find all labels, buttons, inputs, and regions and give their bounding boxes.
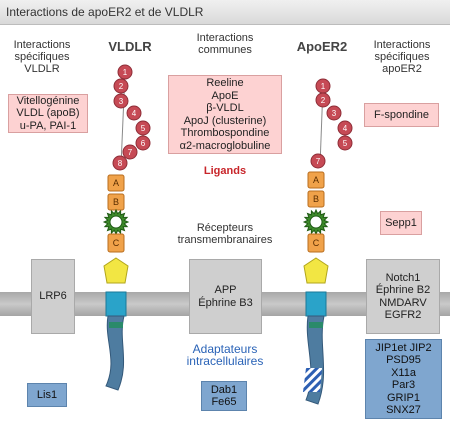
transmembrane-label: Récepteurs transmembranaires bbox=[177, 222, 273, 246]
apoer2-npxy-motif bbox=[309, 322, 323, 328]
apoer2-propeller bbox=[302, 208, 330, 236]
vldlr-repeat-label: 6 bbox=[141, 139, 146, 148]
ligands-label: Ligands bbox=[203, 165, 247, 177]
apoer2-repeat-2: 2 bbox=[315, 92, 331, 108]
adaptors-common-box: Dab1 Fe65 bbox=[201, 381, 247, 411]
vldlr-repeat-8: 8 bbox=[112, 155, 128, 171]
svg-text:3: 3 bbox=[332, 109, 337, 118]
svg-text:C: C bbox=[313, 238, 320, 248]
apoer2-o-linked-domain bbox=[303, 257, 329, 284]
svg-text:A: A bbox=[113, 178, 119, 188]
adaptors-label: Adaptateurs intracellulaires bbox=[186, 342, 264, 368]
svg-text:A: A bbox=[313, 175, 319, 185]
vldlr-cytoplasmic-tail bbox=[105, 315, 125, 391]
apoer2-repeat-3: 3 bbox=[326, 105, 342, 121]
adaptors-vldlr-box: Lis1 bbox=[27, 383, 67, 407]
vldlr-transmembrane bbox=[105, 291, 127, 317]
vldlr-repeat-5: 5 bbox=[135, 120, 151, 136]
vldlr-npxy-motif bbox=[109, 322, 123, 328]
membrane-apoer2-box: Notch1 Éphrine B2 NMDARV EGFR2 bbox=[366, 259, 440, 334]
propeller-center bbox=[309, 215, 323, 229]
vldlr-repeat-label: 7 bbox=[128, 148, 133, 157]
apoer2-egf-c: C bbox=[307, 233, 325, 253]
svg-text:B: B bbox=[313, 194, 319, 204]
apoer2-egf-a: A bbox=[307, 171, 325, 189]
svg-text:1: 1 bbox=[321, 82, 326, 91]
vldlr-egf-a: A bbox=[107, 174, 125, 192]
membrane-vldlr-box: LRP6 bbox=[31, 259, 75, 334]
vldlr-repeat-2: 2 bbox=[113, 78, 129, 94]
vldlr-repeat-label: 2 bbox=[119, 82, 124, 91]
apoer2-repeat-5: 5 bbox=[337, 135, 353, 151]
apoer2-transmembrane bbox=[305, 291, 327, 317]
propeller-center bbox=[109, 215, 123, 229]
apoer2-insert-exon bbox=[303, 368, 322, 392]
diagram-title: Interactions de apoER2 et de VLDLR bbox=[6, 5, 204, 19]
vldlr-repeat-6: 6 bbox=[135, 135, 151, 151]
vldlr-repeat-3: 3 bbox=[113, 93, 129, 109]
vldlr-repeat-4: 4 bbox=[126, 105, 142, 121]
vldlr-egf-b: B bbox=[107, 193, 125, 211]
sepp1-box: Sepp1 bbox=[380, 211, 422, 235]
header-apoer2-specific: Interactions spécifiques apoER2 bbox=[373, 39, 431, 75]
vldlr-repeat-label: 8 bbox=[118, 159, 123, 168]
header-apoer2: ApoER2 bbox=[296, 39, 348, 54]
svg-text:2: 2 bbox=[321, 96, 326, 105]
vldlr-egf-c: C bbox=[107, 233, 125, 253]
apoer2-egf-b: B bbox=[307, 190, 325, 208]
svg-text:B: B bbox=[113, 197, 119, 207]
ligands-common-box: Reeline ApoE β-VLDL ApoJ (clusterine) Th… bbox=[168, 75, 282, 154]
header-vldlr: VLDLR bbox=[108, 39, 152, 54]
apoer2-repeat-7: 7 bbox=[310, 153, 326, 169]
vldlr-repeat-1: 1 bbox=[117, 64, 133, 80]
membrane-common-box: APP Éphrine B3 bbox=[189, 259, 262, 334]
svg-text:4: 4 bbox=[343, 124, 348, 133]
header-common: Interactions communes bbox=[196, 32, 254, 56]
apoer2-repeat-4: 4 bbox=[337, 120, 353, 136]
vldlr-receptor: 1 2 3 4 5 6 7 8 A B C bbox=[102, 64, 151, 391]
vldlr-repeat-label: 1 bbox=[123, 68, 128, 77]
vldlr-propeller bbox=[102, 208, 130, 236]
vldlr-repeat-label: 5 bbox=[141, 124, 146, 133]
title-bar: Interactions de apoER2 et de VLDLR bbox=[0, 0, 450, 25]
apoer2-repeat-1: 1 bbox=[315, 78, 331, 94]
svg-text:C: C bbox=[113, 238, 120, 248]
vldlr-repeat-7: 7 bbox=[122, 144, 138, 160]
svg-text:5: 5 bbox=[343, 139, 348, 148]
apoer2-receptor: 1 2 3 4 5 7 A B C bbox=[302, 78, 353, 405]
header-vldlr-specific: Interactions spécifiques VLDLR bbox=[13, 39, 71, 75]
vldlr-o-linked-domain bbox=[103, 257, 129, 284]
vldlr-repeat-label: 3 bbox=[119, 97, 124, 106]
ligands-vldlr-box: Vitellogénine VLDL (apoB) u-PA, PAI-1 bbox=[8, 94, 88, 133]
ligands-apoer2-box: F-spondine bbox=[364, 103, 439, 127]
svg-text:7: 7 bbox=[316, 157, 321, 166]
adaptors-apoer2-box: JIP1et JIP2 PSD95 X11a Par3 GRIP1 SNX27 bbox=[365, 339, 442, 419]
vldlr-repeat-label: 4 bbox=[132, 109, 137, 118]
